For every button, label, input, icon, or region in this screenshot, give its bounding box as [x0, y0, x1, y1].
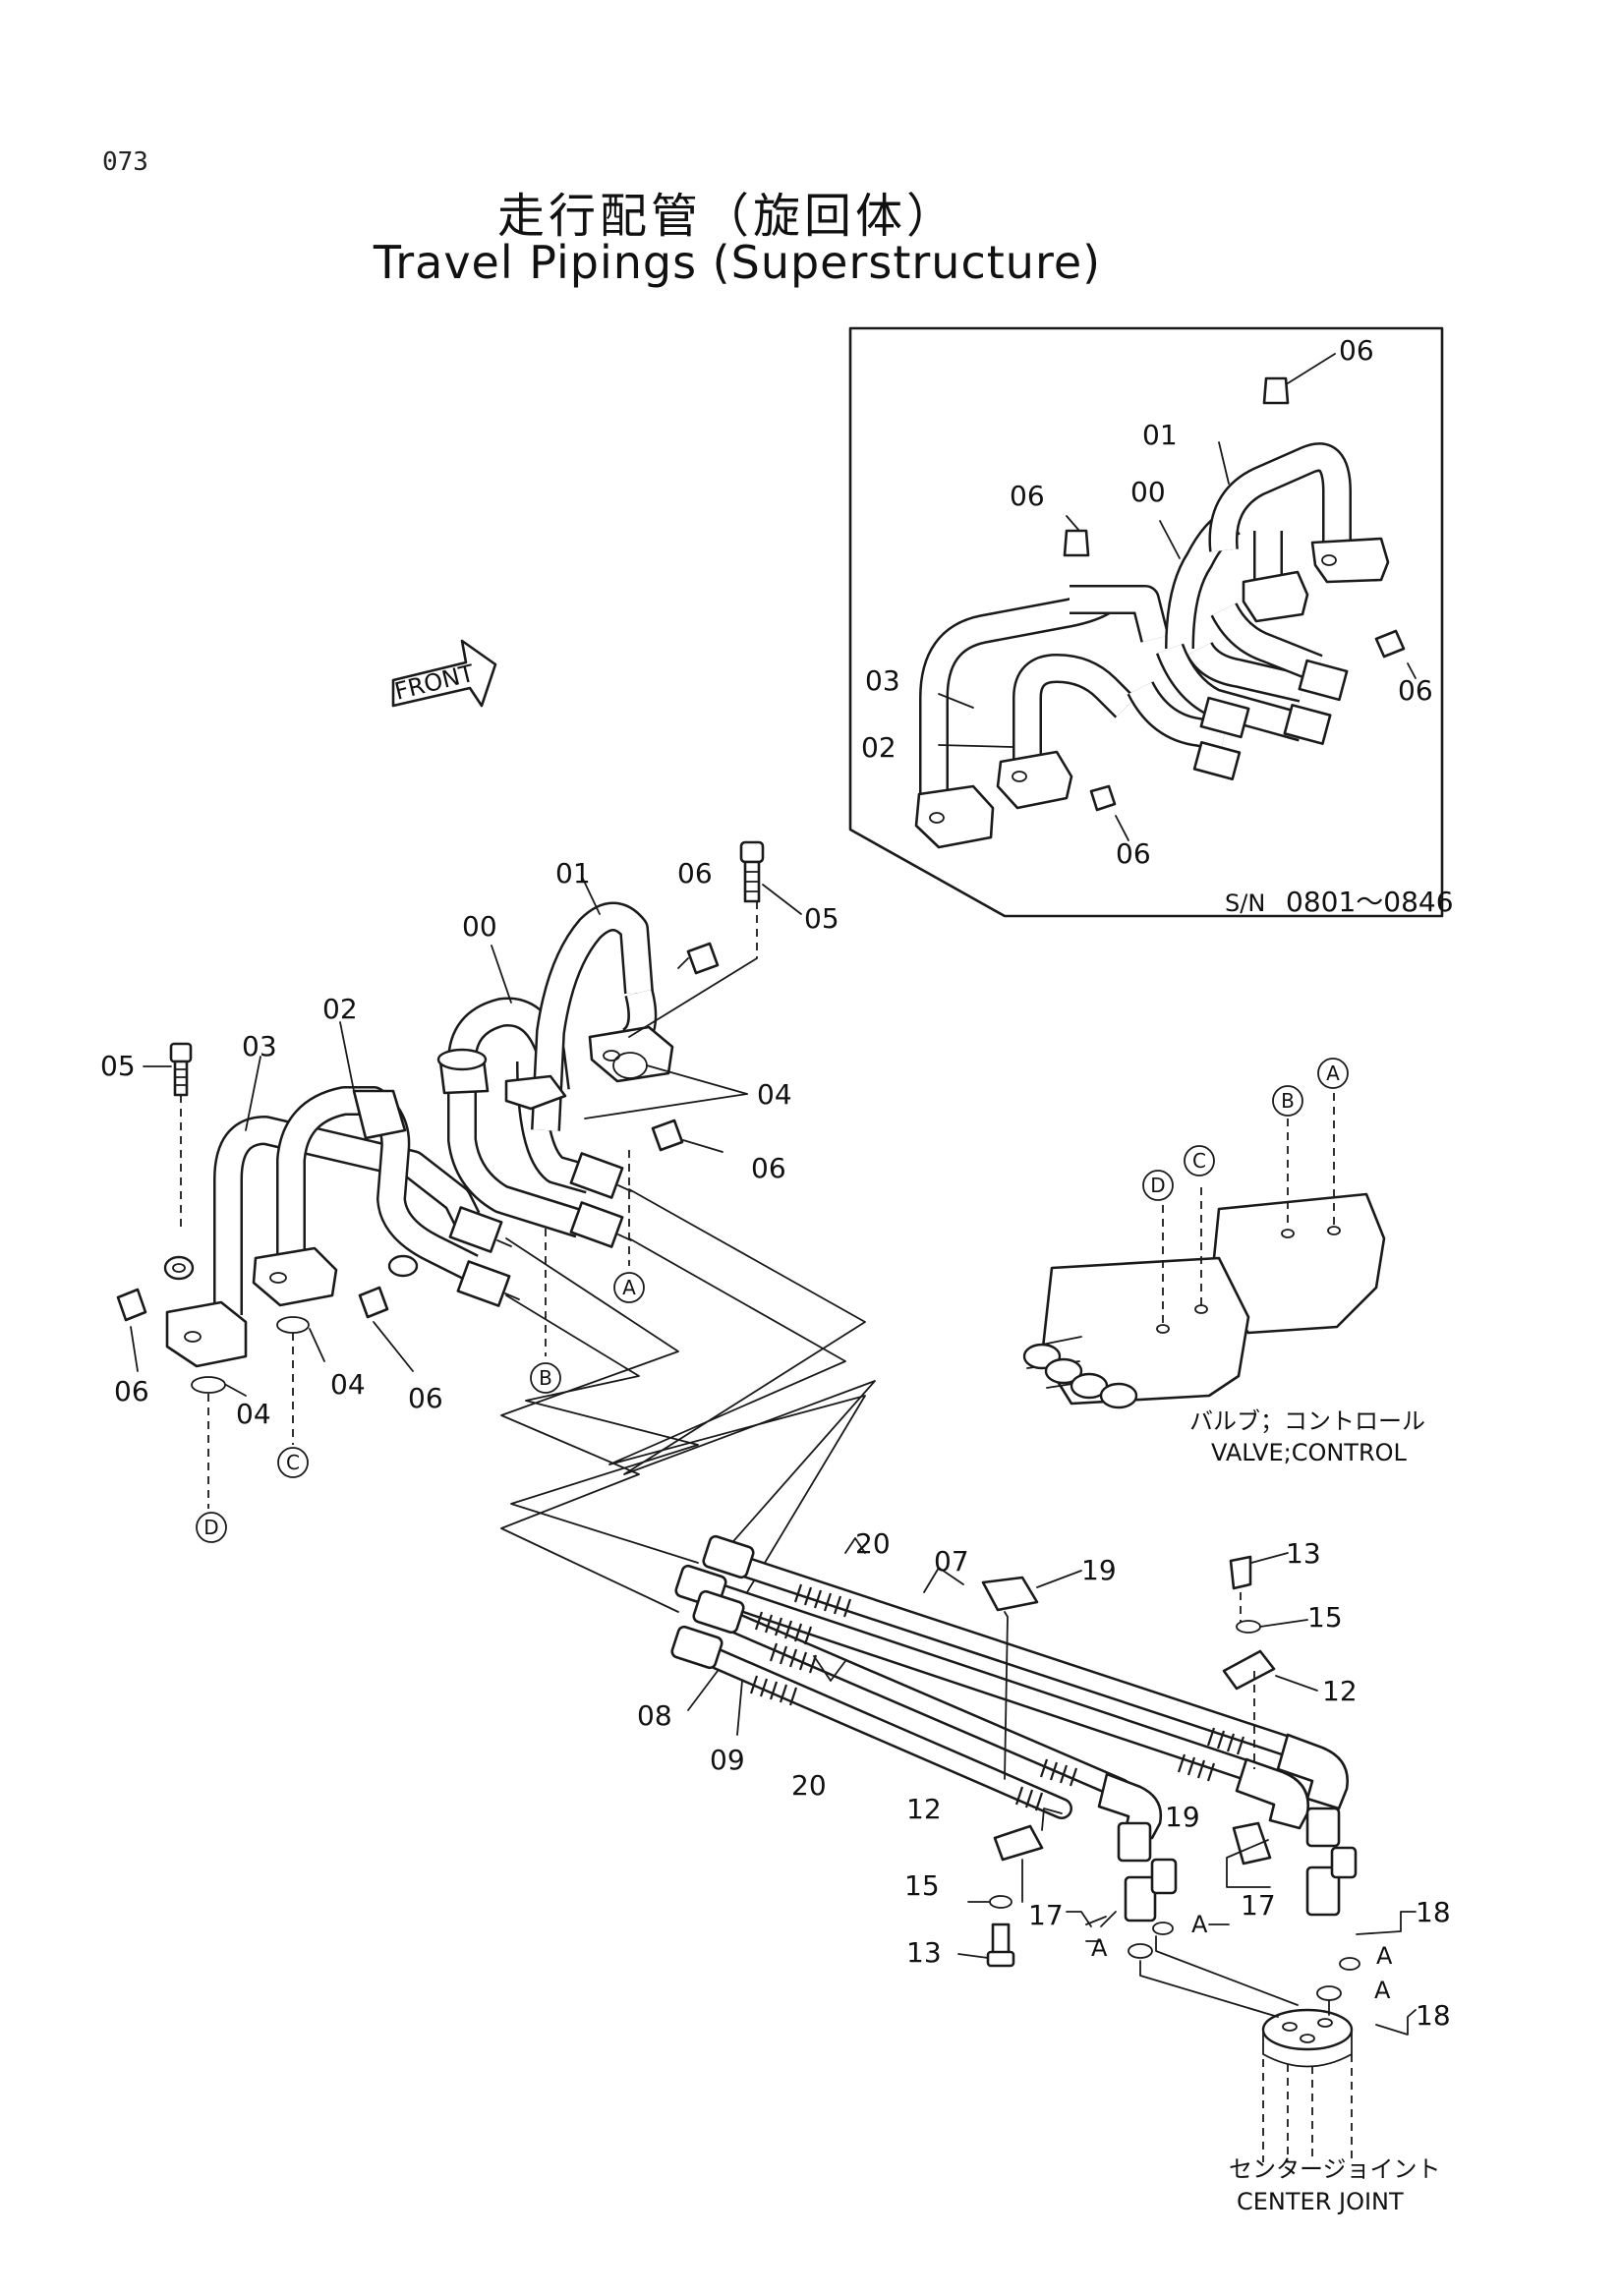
center-joint-label-en: CENTER JOINT — [1237, 2188, 1404, 2215]
inset-serial-range: 0801～0846 — [1286, 886, 1454, 918]
bolts-05 — [143, 840, 802, 1229]
serial-inset: 06 01 06 00 03 02 06 06 S/N 0801～0846 — [848, 326, 1454, 918]
label-19-top: 19 — [1081, 1554, 1117, 1586]
plugs-06 — [116, 942, 723, 1372]
label-19-bottom: 19 — [1165, 1801, 1200, 1833]
inset-label-06-right: 06 — [1398, 674, 1433, 707]
label-18-bottom: 18 — [1416, 1999, 1451, 2032]
label-04-mid: 04 — [330, 1368, 366, 1401]
port-c-valve: C — [1192, 1149, 1206, 1173]
label-06-top: 06 — [677, 857, 713, 890]
main-pipe-assembly — [163, 901, 674, 1368]
main-part-labels: 01 06 05 00 02 03 05 04 06 06 04 04 06 2… — [100, 857, 1451, 2036]
inset-frame — [848, 326, 1444, 918]
inset-label-01: 01 — [1142, 419, 1178, 451]
label-06-lower: 06 — [408, 1382, 443, 1414]
port-leaders — [207, 1150, 630, 1509]
port-a-valve: A — [1326, 1062, 1340, 1085]
port-d-main: D — [203, 1516, 218, 1539]
clamps-and-bolts — [957, 1552, 1318, 1968]
port-b-valve: B — [1281, 1089, 1295, 1113]
center-joint: センタージョイント CENTER JOINT — [1139, 1935, 1441, 2215]
fitting-label-a-4: A — [1374, 1977, 1391, 2004]
control-valve-label-jp: バルブ；コントロール — [1189, 1407, 1425, 1435]
label-01: 01 — [555, 857, 591, 890]
inset-label-03: 03 — [865, 664, 900, 697]
control-valve: バルブ；コントロール VALVE;CONTROL — [1022, 1093, 1425, 1466]
fitting-label-a-1: A — [1091, 1934, 1108, 1962]
inset-serial-label: S/N — [1225, 890, 1265, 917]
label-04-top: 04 — [757, 1078, 792, 1111]
label-09: 09 — [710, 1744, 745, 1776]
port-a-main: A — [622, 1276, 636, 1299]
label-12-top: 12 — [1322, 1675, 1358, 1707]
center-joint-label-jp: センタージョイント — [1229, 2155, 1441, 2183]
inset-label-06-left: 06 — [1010, 480, 1045, 512]
control-valve-label-en: VALVE;CONTROL — [1211, 1439, 1408, 1466]
label-06-mid: 06 — [751, 1152, 786, 1184]
label-17-right: 17 — [1241, 1889, 1276, 1922]
routing-lines — [500, 1188, 876, 1613]
label-03: 03 — [242, 1030, 277, 1062]
label-07: 07 — [934, 1545, 969, 1578]
label-06-left: 06 — [114, 1375, 149, 1407]
inset-label-06-top: 06 — [1339, 334, 1374, 367]
title-english: Travel Pipings (Superstructure) — [373, 236, 1102, 289]
label-15-bottom: 15 — [904, 1869, 940, 1902]
title-japanese: 走行配管（旋回体） — [496, 189, 957, 244]
label-08: 08 — [637, 1699, 672, 1732]
label-04-left: 04 — [236, 1398, 271, 1430]
inset-label-06-bottom: 06 — [1116, 837, 1151, 870]
page-number: 073 — [102, 147, 148, 177]
inset-label-02: 02 — [861, 731, 897, 764]
hose-assembly: A A A A — [670, 1534, 1393, 2004]
front-label: FRONT — [392, 660, 478, 706]
port-b-main: B — [539, 1366, 552, 1390]
fitting-label-a-2: A — [1191, 1911, 1208, 1938]
label-12-bottom: 12 — [906, 1793, 942, 1825]
label-00: 00 — [462, 910, 497, 943]
label-15-top: 15 — [1307, 1601, 1343, 1634]
label-20-top: 20 — [855, 1527, 891, 1560]
label-18-top: 18 — [1416, 1896, 1451, 1928]
fitting-label-a-3: A — [1376, 1942, 1393, 1970]
label-13-top: 13 — [1286, 1537, 1321, 1570]
label-05-top: 05 — [804, 902, 839, 935]
port-markers: A B C D A B C D — [196, 1058, 1349, 1543]
inset-label-00: 00 — [1130, 476, 1166, 508]
label-13-bottom: 13 — [906, 1936, 942, 1969]
label-17-left: 17 — [1028, 1899, 1064, 1931]
label-02: 02 — [322, 993, 358, 1025]
port-d-valve: D — [1150, 1174, 1165, 1197]
o-rings-04 — [191, 1052, 748, 1397]
port-c-main: C — [286, 1451, 300, 1474]
label-20-bottom: 20 — [791, 1769, 827, 1802]
front-arrow-icon: FRONT — [392, 639, 497, 708]
label-05-left: 05 — [100, 1050, 136, 1082]
